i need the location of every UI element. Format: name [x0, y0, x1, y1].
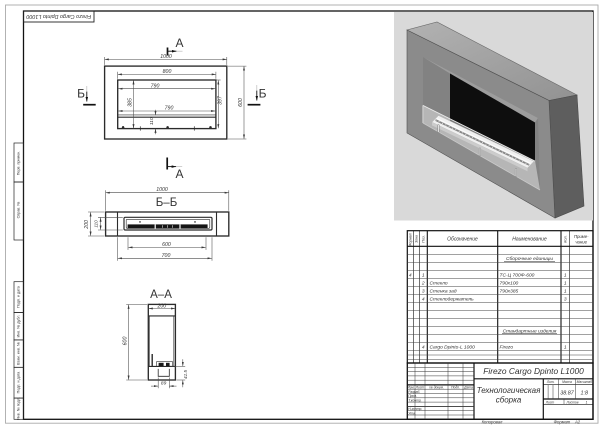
svg-text:1: 1: [422, 273, 425, 279]
svg-text:41.5: 41.5: [183, 370, 188, 379]
svg-text:Перв. примен.: Перв. примен.: [16, 151, 20, 176]
svg-text:2: 2: [421, 281, 425, 287]
svg-text:Н.контр.: Н.контр.: [408, 407, 422, 411]
svg-text:200: 200: [156, 304, 166, 310]
svg-text:Приме-: Приме-: [574, 234, 589, 239]
svg-text:Инв. № дубл.: Инв. № дубл.: [16, 315, 20, 338]
svg-text:Взам. инв. №: Взам. инв. №: [16, 342, 20, 365]
svg-text:Справ. №: Справ. №: [16, 202, 20, 219]
svg-text:Поз.: Поз.: [421, 235, 425, 243]
svg-text:Формат: Формат: [554, 419, 571, 424]
svg-text:Инв. № подл.: Инв. № подл.: [16, 397, 20, 420]
svg-text:сборка: сборка: [496, 395, 522, 404]
svg-text:4: 4: [422, 297, 425, 303]
svg-text:790: 790: [151, 83, 160, 89]
svg-text:Б: Б: [259, 87, 267, 101]
svg-text:Изм.: Изм.: [407, 385, 414, 389]
svg-text:А2: А2: [574, 419, 581, 424]
svg-text:Firezo Cargo Dpinto L1000: Firezo Cargo Dpinto L1000: [483, 366, 584, 376]
svg-text:1:8: 1:8: [581, 391, 589, 397]
svg-text:397: 397: [218, 95, 224, 105]
svg-text:4: 4: [422, 345, 425, 351]
svg-text:1: 1: [564, 289, 567, 295]
svg-text:Зона: Зона: [414, 235, 418, 243]
svg-text:А: А: [175, 36, 183, 50]
svg-text:Технологическая: Технологическая: [477, 386, 541, 395]
svg-text:Подп. и дата: Подп. и дата: [16, 285, 20, 308]
svg-text:Лит.: Лит.: [546, 380, 555, 384]
svg-text:790х385: 790х385: [500, 289, 519, 295]
svg-text:1000: 1000: [160, 54, 172, 60]
svg-text:Стандартные изделия: Стандартные изделия: [503, 328, 557, 334]
svg-text:А–А: А–А: [150, 289, 172, 301]
svg-text:385: 385: [128, 98, 134, 107]
svg-text:1: 1: [564, 281, 567, 287]
svg-text:3: 3: [422, 289, 425, 295]
svg-text:110: 110: [149, 117, 155, 125]
svg-text:Кол.: Кол.: [563, 235, 567, 242]
svg-text:Листов: Листов: [565, 400, 578, 404]
svg-text:А: А: [175, 167, 183, 181]
svg-text:600: 600: [162, 242, 171, 248]
svg-text:№ докум.: № докум.: [429, 385, 444, 389]
svg-text:Подп. и дата: Подп. и дата: [16, 371, 20, 394]
svg-text:Лист: Лист: [415, 385, 425, 389]
svg-text:800: 800: [163, 69, 172, 75]
svg-text:Пров.: Пров.: [408, 394, 417, 398]
svg-text:Стенка зад: Стенка зад: [430, 289, 457, 295]
svg-text:чание: чание: [575, 240, 587, 245]
svg-text:600: 600: [123, 337, 129, 346]
svg-text:ТС-Ц 700Ф-600: ТС-Ц 700Ф-600: [500, 273, 535, 279]
svg-text:Стеклодержатель: Стеклодержатель: [430, 297, 475, 303]
svg-text:Сборочные единицы: Сборочные единицы: [506, 256, 553, 262]
svg-text:Б–Б: Б–Б: [156, 197, 178, 209]
svg-text:1000: 1000: [156, 187, 168, 193]
svg-text:110: 110: [94, 220, 99, 228]
svg-text:790х100: 790х100: [500, 281, 519, 287]
svg-text:200: 200: [84, 220, 90, 230]
svg-text:Firezo Cargo Dpinto L1000: Firezo Cargo Dpinto L1000: [26, 13, 91, 19]
svg-text:38.87: 38.87: [560, 391, 574, 397]
svg-text:Копировал: Копировал: [482, 419, 503, 424]
svg-text:1: 1: [564, 345, 567, 351]
svg-text:Утв.: Утв.: [408, 411, 416, 415]
svg-text:Лист: Лист: [545, 400, 555, 404]
svg-text:Cargo Dpinto-L 1000: Cargo Dpinto-L 1000: [430, 345, 476, 351]
svg-text:4: 4: [409, 273, 412, 279]
svg-text:Наименование: Наименование: [512, 237, 547, 243]
svg-text:Firezo: Firezo: [500, 345, 514, 351]
svg-text:Подп.: Подп.: [451, 385, 460, 389]
svg-text:1: 1: [586, 400, 588, 404]
svg-text:1: 1: [564, 273, 567, 279]
svg-text:Разраб.: Разраб.: [408, 390, 420, 394]
svg-text:Т.контр.: Т.контр.: [408, 398, 421, 402]
svg-text:3: 3: [564, 297, 567, 303]
svg-text:700: 700: [162, 253, 171, 259]
svg-text:Дата: Дата: [463, 385, 473, 389]
svg-text:Формат: Формат: [408, 233, 412, 247]
svg-text:Б: Б: [77, 87, 85, 101]
svg-text:Масштаб: Масштаб: [577, 380, 593, 384]
svg-text:Стекло: Стекло: [430, 281, 448, 287]
svg-text:Обозначение: Обозначение: [447, 237, 478, 243]
svg-text:Масса: Масса: [562, 380, 572, 384]
svg-text:790: 790: [165, 106, 174, 112]
svg-text:89: 89: [161, 381, 167, 387]
svg-text:600: 600: [238, 98, 244, 107]
